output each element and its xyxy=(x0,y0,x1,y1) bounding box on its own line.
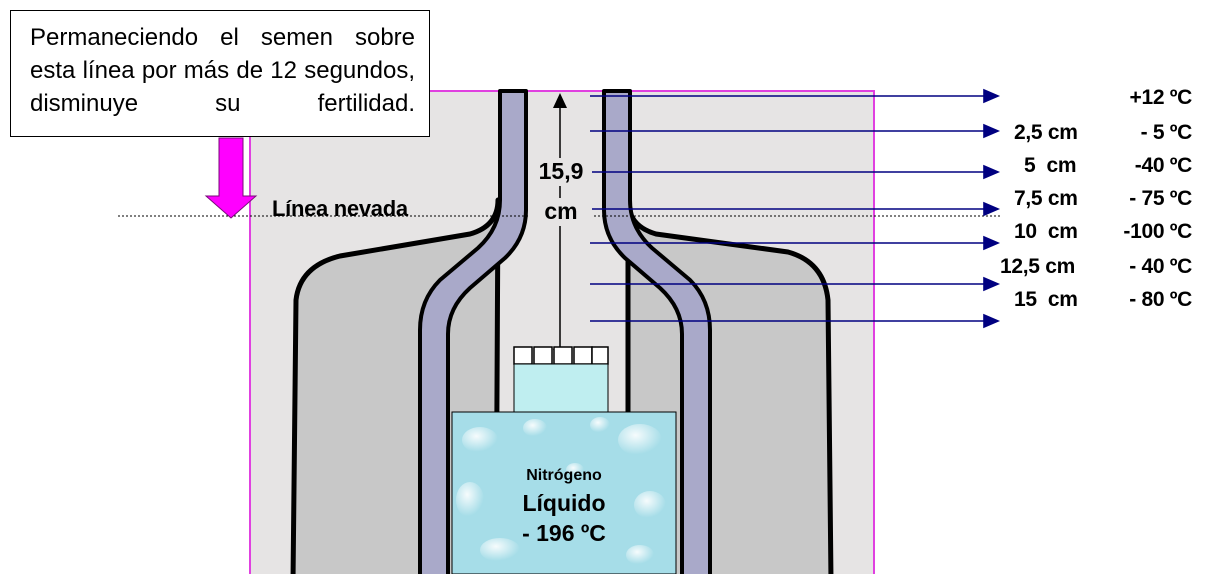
nitrogen-state: Líquido xyxy=(522,490,606,516)
level-depth-6: 15 cm xyxy=(1014,288,1078,311)
level-temp-5: - 40 ºC xyxy=(1129,255,1192,278)
measurement-unit: cm xyxy=(530,198,592,226)
nitrogen-name: Nitrógeno xyxy=(526,467,602,484)
level-temp-3: - 75 ºC xyxy=(1129,187,1192,210)
canister xyxy=(513,363,609,413)
liquid-nitrogen-block xyxy=(451,411,677,574)
level-temp-1: - 5 ºC xyxy=(1140,121,1193,144)
level-depth-1: 2,5 cm xyxy=(1014,121,1078,144)
neck-wall-left xyxy=(418,89,528,574)
level-temp-2: -40 ºC xyxy=(1134,154,1193,177)
straw-caps xyxy=(513,346,609,365)
level-depth-3: 7,5 cm xyxy=(1014,187,1078,210)
level-temp-4: -100 ºC xyxy=(1123,220,1192,243)
measurement-value: 15,9 xyxy=(530,158,592,186)
level-depth-4: 10 cm xyxy=(1014,220,1078,243)
neck-wall-right xyxy=(602,89,712,574)
level-temp-6: - 80 ºC xyxy=(1129,288,1192,311)
warning-note: Permaneciendo el semen sobre esta línea … xyxy=(10,10,430,137)
level-temp-0: +12 ºC xyxy=(1129,86,1193,109)
down-arrow-icon xyxy=(204,137,258,219)
level-depth-5: 12,5 cm xyxy=(1000,255,1075,278)
nitrogen-temp: - 196 ºC xyxy=(522,520,606,546)
snow-line-label: Línea nevada xyxy=(272,196,408,221)
level-arrows xyxy=(590,88,1001,329)
level-depth-2: 5 cm xyxy=(1024,154,1077,177)
warning-note-text: Permaneciendo el semen sobre esta línea … xyxy=(30,24,415,117)
